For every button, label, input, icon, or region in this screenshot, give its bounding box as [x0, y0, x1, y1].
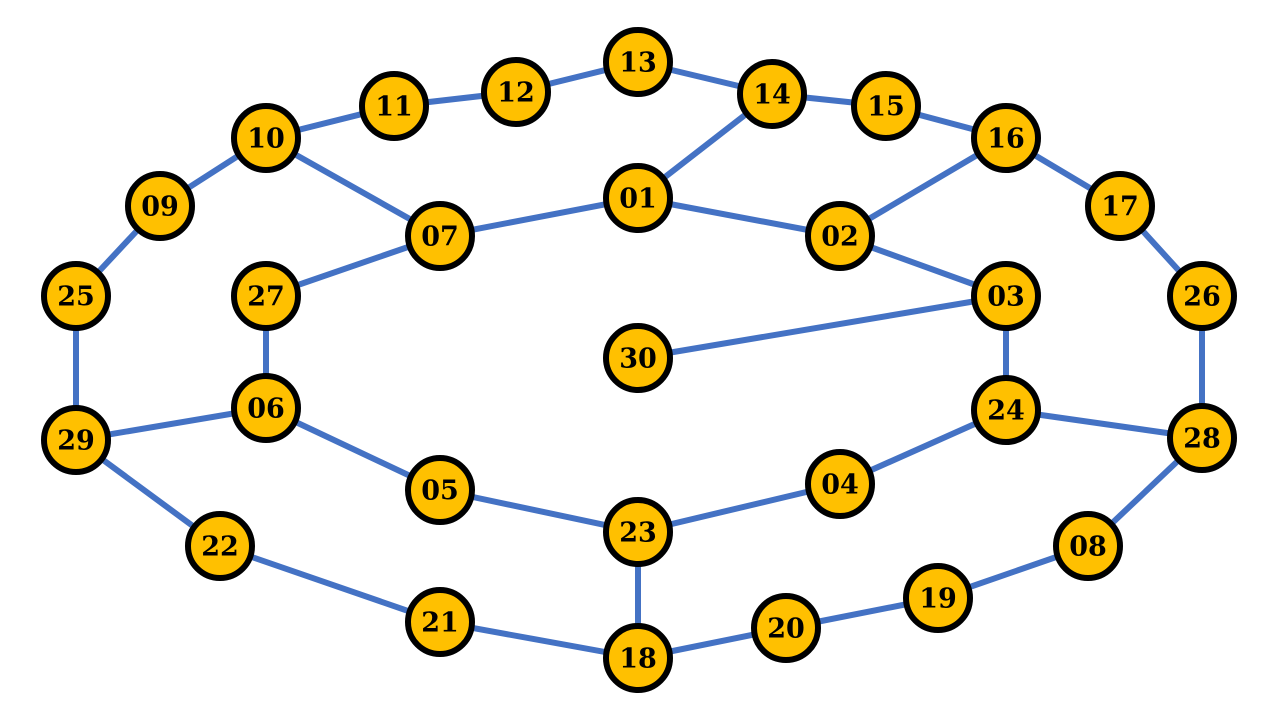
node-label: 03: [987, 282, 1025, 313]
node-22: 22: [185, 511, 255, 581]
node-01: 01: [603, 163, 673, 233]
node-17: 17: [1085, 171, 1155, 241]
node-label: 16: [987, 124, 1025, 155]
node-04: 04: [805, 449, 875, 519]
node-label: 10: [247, 124, 285, 155]
node-11: 11: [359, 71, 429, 141]
node-circle: [231, 261, 301, 331]
node-label: 26: [1183, 282, 1221, 313]
node-circle: [359, 71, 429, 141]
node-label: 06: [247, 394, 285, 425]
node-circle: [231, 103, 301, 173]
node-19: 19: [903, 563, 973, 633]
node-circle: [603, 163, 673, 233]
node-circle: [603, 323, 673, 393]
node-label: 15: [867, 92, 905, 123]
node-24: 24: [971, 375, 1041, 445]
node-16: 16: [971, 103, 1041, 173]
node-circle: [737, 59, 807, 129]
node-circle: [1167, 403, 1237, 473]
node-circle: [1085, 171, 1155, 241]
node-circle: [603, 497, 673, 567]
node-25: 25: [41, 261, 111, 331]
node-circle: [481, 57, 551, 127]
node-circle: [41, 405, 111, 475]
node-02: 02: [805, 201, 875, 271]
node-label: 20: [767, 614, 805, 645]
node-29: 29: [41, 405, 111, 475]
node-label: 19: [919, 584, 957, 615]
node-circle: [41, 261, 111, 331]
node-12: 12: [481, 57, 551, 127]
node-label: 18: [619, 644, 657, 675]
node-label: 29: [57, 426, 95, 457]
node-10: 10: [231, 103, 301, 173]
node-23: 23: [603, 497, 673, 567]
node-label: 08: [1069, 532, 1107, 563]
node-label: 21: [421, 608, 459, 639]
node-circle: [405, 587, 475, 657]
node-label: 24: [987, 396, 1025, 427]
node-label: 05: [421, 476, 459, 507]
node-30: 30: [603, 323, 673, 393]
node-13: 13: [603, 27, 673, 97]
node-15: 15: [851, 71, 921, 141]
node-26: 26: [1167, 261, 1237, 331]
node-27: 27: [231, 261, 301, 331]
node-21: 21: [405, 587, 475, 657]
node-09: 09: [125, 171, 195, 241]
node-03: 03: [971, 261, 1041, 331]
node-label: 27: [247, 282, 285, 313]
node-label: 17: [1101, 192, 1139, 223]
node-28: 28: [1167, 403, 1237, 473]
node-circle: [1167, 261, 1237, 331]
node-circle: [971, 375, 1041, 445]
node-20: 20: [751, 593, 821, 663]
node-circle: [1053, 511, 1123, 581]
node-label: 23: [619, 518, 657, 549]
node-circle: [603, 27, 673, 97]
node-circle: [971, 261, 1041, 331]
node-07: 07: [405, 201, 475, 271]
node-08: 08: [1053, 511, 1123, 581]
node-circle: [603, 623, 673, 693]
node-label: 12: [497, 78, 535, 109]
node-label: 07: [421, 222, 459, 253]
node-label: 22: [201, 532, 239, 563]
node-circle: [971, 103, 1041, 173]
edge-03-30: [635, 293, 1009, 361]
node-14: 14: [737, 59, 807, 129]
node-label: 30: [619, 344, 657, 375]
node-label: 01: [619, 184, 657, 215]
node-circle: [903, 563, 973, 633]
node-label: 25: [57, 282, 95, 313]
node-circle: [405, 455, 475, 525]
node-label: 14: [753, 80, 791, 111]
node-circle: [185, 511, 255, 581]
node-label: 13: [619, 48, 657, 79]
node-circle: [805, 449, 875, 519]
nodes-layer: 01 02 03 04 05 06 07 08 09 10 11 12 13 14 15 16 17 18 19 20…: [41, 27, 1237, 693]
node-label: 02: [821, 222, 859, 253]
node-label: 09: [141, 192, 179, 223]
node-circle: [805, 201, 875, 271]
node-circle: [405, 201, 475, 271]
node-circle: [751, 593, 821, 663]
node-18: 18: [603, 623, 673, 693]
node-circle: [851, 71, 921, 141]
node-circle: [125, 171, 195, 241]
node-label: 11: [375, 92, 413, 123]
node-label: 28: [1183, 424, 1221, 455]
node-label: 04: [821, 470, 859, 501]
node-circle: [231, 373, 301, 443]
node-05: 05: [405, 455, 475, 525]
node-06: 06: [231, 373, 301, 443]
edge-21-22: [217, 543, 443, 625]
